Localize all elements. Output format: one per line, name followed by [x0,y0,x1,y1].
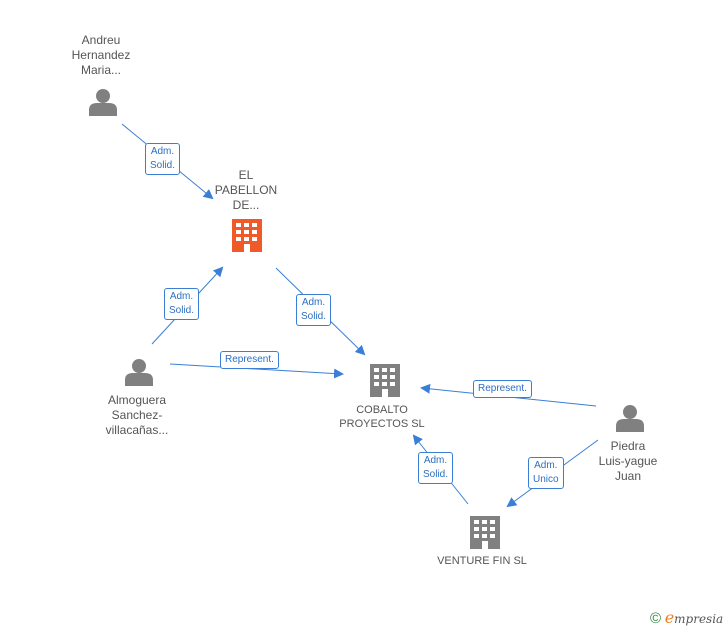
label-line: PROYECTOS SL [339,418,425,430]
empresia-logo[interactable]: © empresia [650,608,723,627]
node-label-andreu[interactable]: Andreu Hernandez Maria... [53,33,149,78]
edge-label-andreu-pabellon[interactable]: Adm. Solid. [145,143,181,175]
building-icon[interactable] [232,219,262,252]
brand-e: e [664,608,675,627]
node-label-almoguera[interactable]: Almoguera Sanchez- villacañas... [86,393,188,438]
label-line: VENTURE FIN SL [437,555,527,567]
building-icon[interactable] [470,516,500,549]
person-icon[interactable] [125,359,153,386]
label-line: Almoguera [107,393,167,407]
brand-name: mpresia [674,612,724,626]
edge-label-piedra-cobalto[interactable]: Represent. [473,380,532,398]
person-icon[interactable] [616,405,644,432]
node-label-venture[interactable]: VENTURE FIN SL [426,554,538,568]
edge-label-line: Solid. [423,469,449,480]
label-line: villacañas... [105,423,169,437]
copyright-icon: © [650,610,662,627]
building-icon[interactable] [370,364,400,397]
edge-label-line: Solid. [301,311,327,322]
edge-label-line: Adm. [169,291,194,302]
edge-label-almoguera-cobalto[interactable]: Represent. [220,351,279,369]
edge-label-line: Solid. [169,305,195,316]
node-label-pabellon[interactable]: EL PABELLON DE... [208,168,284,213]
edge-label-line: Unico [533,474,559,485]
edge-almoguera-cobalto [169,363,344,379]
edge-label-line: Represent. [478,383,527,394]
person-icon[interactable] [89,89,117,116]
edge-label-piedra-venture[interactable]: Adm. Unico [528,457,564,489]
edge-label-line: Adm. [150,146,175,157]
edge-label-line: Adm. [423,455,448,466]
label-line: DE... [232,198,260,212]
node-label-piedra[interactable]: Piedra Luis-yague Juan [584,439,672,484]
label-line: Hernandez [71,48,131,62]
label-line: EL [238,168,254,182]
edge-label-line: Adm. [301,297,326,308]
label-line: Sanchez- [111,408,163,422]
edge-label-almoguera-pabellon[interactable]: Adm. Solid. [164,288,200,320]
edge-label-venture-cobalto[interactable]: Adm. Solid. [418,452,454,484]
edge-label-line: Solid. [150,160,176,171]
node-label-cobalto[interactable]: COBALTO PROYECTOS SL [330,403,434,431]
label-line: Piedra [610,439,646,453]
edge-label-line: Adm. [534,460,558,471]
label-line: Andreu [81,33,121,47]
label-line: Maria... [80,63,121,77]
edge-label-pabellon-cobalto[interactable]: Adm. Solid. [296,294,332,326]
label-line: PABELLON [214,183,278,197]
edge-label-line: Represent. [225,354,274,365]
label-line: Luis-yague [598,454,658,468]
label-line: Juan [614,469,642,483]
label-line: COBALTO [356,404,408,416]
